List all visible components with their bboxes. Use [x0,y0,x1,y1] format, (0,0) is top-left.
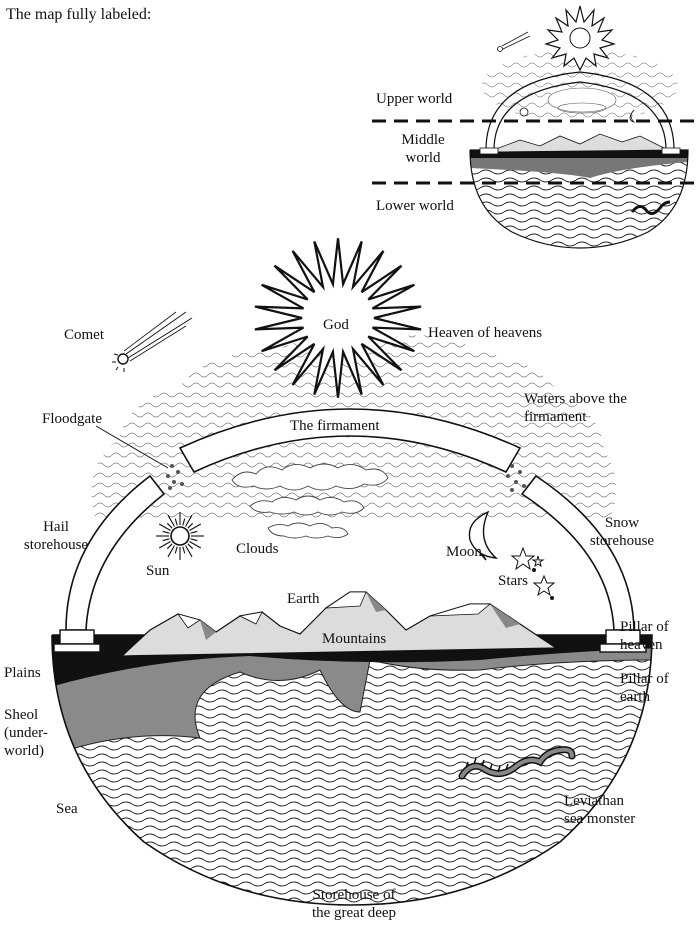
label-heaven-of-heavens: Heaven of heavens [428,325,543,341]
sun-ray [182,546,186,554]
label-middle-world-line2: world [405,150,441,166]
label-earth: Earth [287,591,320,607]
sun-ray [190,530,198,534]
firmament-dome [53,408,647,653]
label-pillar-of-heaven: Pillar of heaven [620,618,669,654]
floodgate-drops [166,464,526,492]
label-sheol: Sheol (under- world) [4,706,48,760]
sun-ray [162,530,170,534]
inset-comet-icon [497,31,531,52]
sun-ray [190,538,198,542]
label-god: God [323,317,349,333]
comet-icon [112,311,193,372]
label-waters-above-line1: Waters above the [524,391,627,407]
label-pillar-of-earth: Pillar of earth [620,670,669,706]
mountains-icon [120,591,558,657]
label-sun: Sun [146,563,170,579]
earth-and-deep [51,634,653,906]
label-leviathan-line2: sea monster [564,811,636,827]
label-middle-world: Middle world [382,131,464,167]
label-leviathan: Leviathan sea monster [564,792,635,828]
sun-ray [185,545,193,558]
label-pillar-earth-line2: earth [620,689,650,705]
label-moon: Moon [446,544,482,560]
sun-ray [166,522,173,529]
sun-ray [187,522,194,529]
sun-ray [166,543,173,550]
label-sheol-line2: (under- [4,725,48,741]
label-hail-line2: storehouse [23,537,89,553]
leviathan-icon [458,746,576,780]
label-pillar-heaven-line1: Pillar of [620,619,669,635]
label-middle-world-line1: Middle [401,132,445,148]
label-leviathan-line1: Leviathan [564,793,624,809]
label-plains: Plains [4,665,41,681]
sun-ray [187,543,194,550]
label-waters-above-line2: firmament [524,409,587,425]
label-upper-world: Upper world [376,91,453,107]
inset-sun-icon [543,5,617,72]
sun-ray [185,514,193,527]
label-storehouse-deep-line1: Storehouse of [312,887,396,903]
label-clouds: Clouds [236,541,279,557]
label-snow-line1: Snow [604,515,640,531]
floodgate-pointer [95,425,169,469]
label-sea: Sea [56,801,78,817]
sun-ray [167,514,175,527]
label-snow-storehouse: Snow storehouse [572,514,672,550]
label-storehouse-deep-line2: the great deep [311,905,397,921]
sun-ray [174,518,178,526]
sun-ray [189,523,202,531]
sun-ray [158,541,171,549]
label-waters-above: Waters above the firmament [524,390,627,426]
label-pillar-earth-line1: Pillar of [620,671,669,687]
stars-icon [510,546,556,600]
caption: The map fully labeled: [6,6,152,23]
label-hail-line1: Hail [43,519,69,535]
sun-ray [158,523,171,531]
label-firmament: The firmament [290,418,380,434]
god-star-icon [254,238,422,398]
sun-ray [182,518,186,526]
moon-icon [468,510,499,561]
sun-ray [189,541,202,549]
sun-ray [174,546,178,554]
label-sheol-line3: world) [4,743,44,759]
label-stars: Stars [498,573,528,589]
label-pillar-heaven-line2: heaven [620,637,663,653]
label-mountains: Mountains [322,631,387,647]
sun-icon [156,512,204,560]
sun-ray [167,545,175,558]
label-comet: Comet [64,327,104,343]
label-lower-world: Lower world [376,198,454,214]
label-snow-line2: storehouse [589,533,655,549]
label-hail-storehouse: Hail storehouse [16,518,96,554]
label-storehouse-deep: Storehouse of the great deep [264,886,444,922]
label-sheol-line1: Sheol [4,707,39,723]
clouds-icon [231,463,389,539]
sun-ray [162,538,170,542]
sheol-region [52,635,652,761]
label-floodgate: Floodgate [42,411,102,427]
